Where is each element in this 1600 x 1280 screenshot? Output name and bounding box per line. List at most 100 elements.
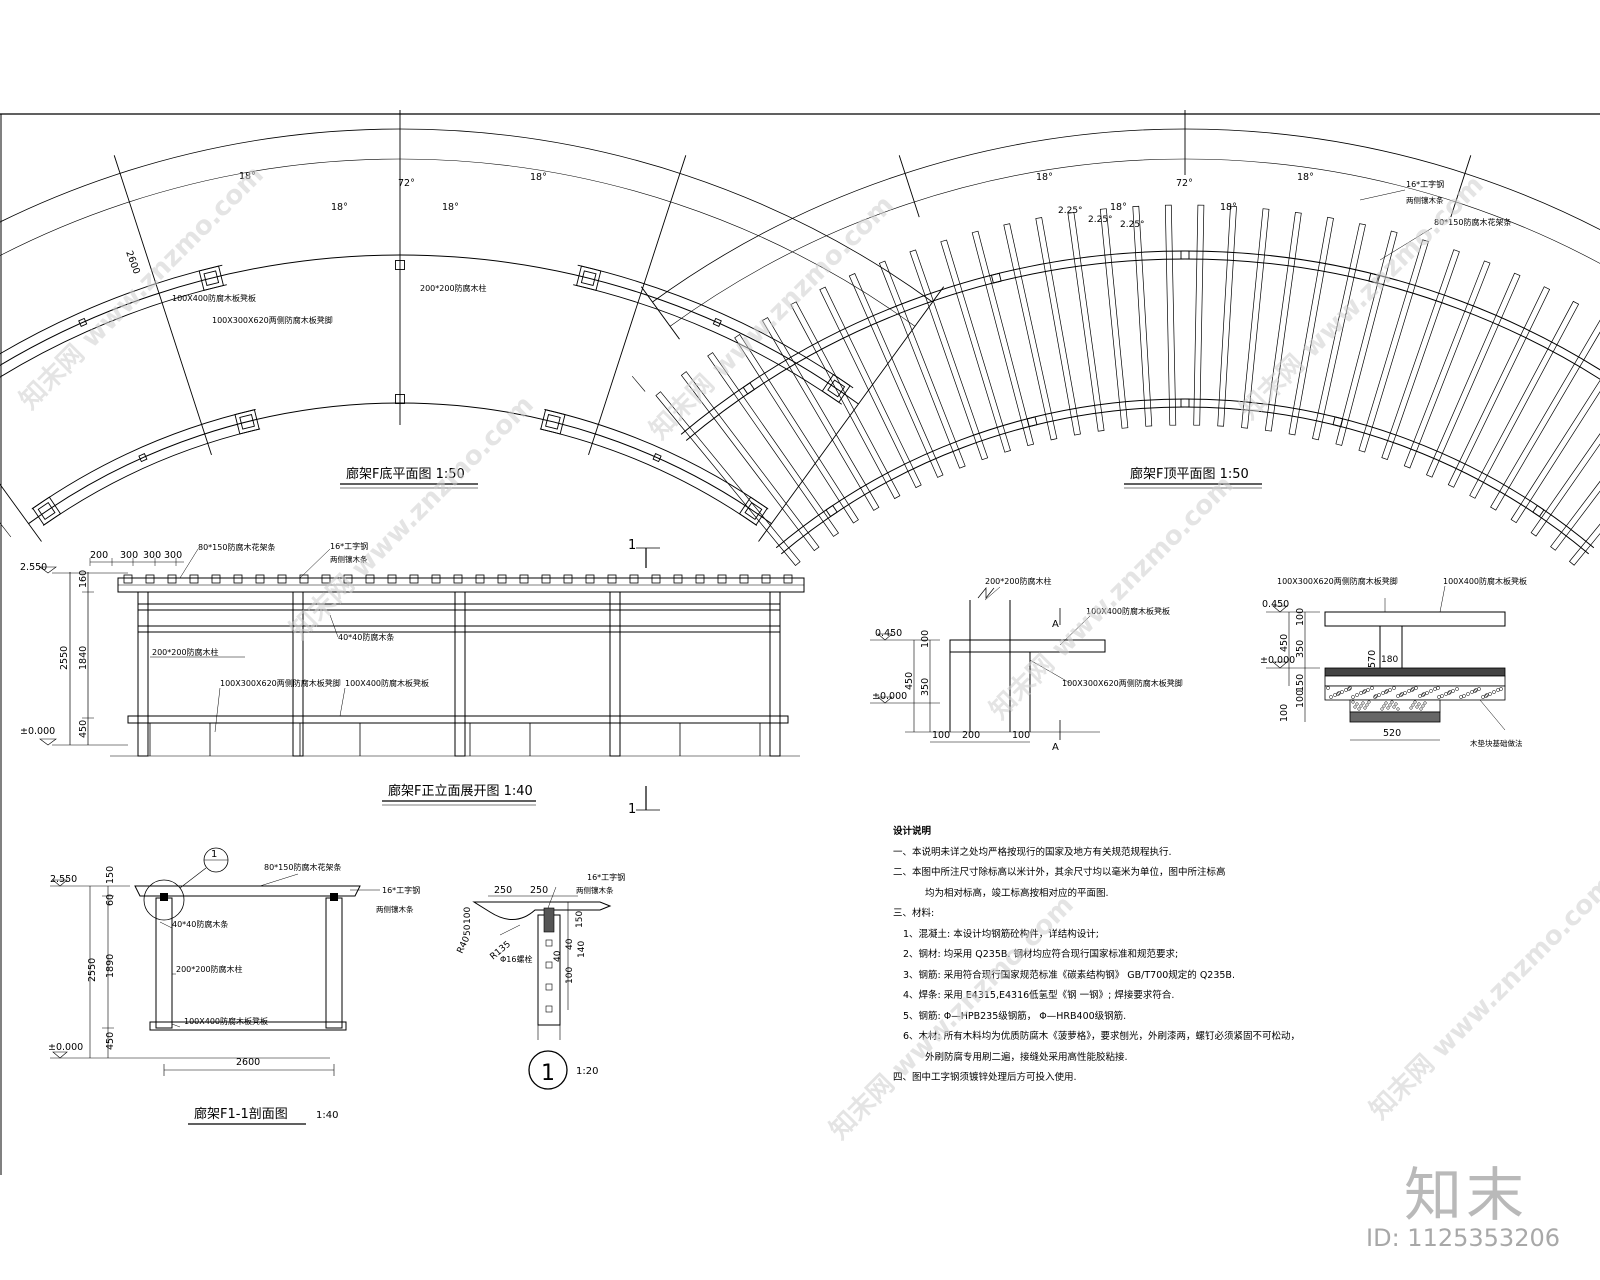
sec-level-zero: ±0.000	[48, 1042, 83, 1053]
d1-dim-left-1: 50	[463, 924, 473, 936]
sheet-frame	[0, 113, 1600, 1175]
elev-label-steel: 16*工字钢	[330, 541, 368, 551]
bs-level-zero: ±0.000	[1260, 655, 1295, 666]
notes-material-1: 1、混凝土: 本设计均钢筋砼构件，详结构设计;	[903, 928, 1099, 940]
d1-dim-top-0: 250	[494, 885, 512, 896]
bd-dim-bottom-0: 100	[932, 730, 950, 741]
sec-label-column: 200*200防腐木柱	[176, 964, 243, 974]
elev-label-strip: 40*40防腐木条	[338, 632, 394, 642]
bench-section-detail	[1266, 585, 1506, 741]
section-view-labels: 2.550 ±0.000 150 60 1890 450 2550 2600 8…	[48, 849, 420, 1125]
section-1-1-view	[50, 847, 380, 1076]
bs-level-045: 0.450	[1262, 599, 1289, 610]
elevation-labels: 2.550 ±0.000 200 300 300 300 160 1840 45…	[20, 538, 636, 817]
bd-dim-bottom-1: 200	[962, 730, 980, 741]
elev-dim-top-3: 300	[164, 550, 182, 561]
sec-label-steel: 16*工字钢	[382, 885, 420, 895]
notes-material-6: 6、木材: 所有木料均为优质防腐木《菠萝格》，要求刨光，外刷漆两，螺钉必须紧固不…	[903, 1031, 1301, 1042]
notes-material-6b: 外刷防腐专用刷二遍，接缝处采用高性能胶粘接.	[925, 1051, 1128, 1063]
tp-label-steel2: 两侧镶木条	[1406, 195, 1444, 205]
sec-level-top: 2.550	[50, 874, 77, 885]
elev-label-slats: 80*150防腐木花架条	[198, 542, 275, 552]
bottom-plan-title: 廊架F底平面图 1:50	[346, 466, 465, 482]
elev-dim-top-1: 300	[120, 550, 138, 561]
d1-dim-right-4: 140	[577, 941, 587, 958]
notes-line-3: 三、材料:	[893, 908, 935, 919]
bs-label-seat: 100X400防腐木板凳板	[1443, 576, 1527, 586]
tp-angle-225-b: 2.25°	[1088, 215, 1113, 225]
d1-label-steel: 16*工字钢	[587, 872, 625, 882]
bp-angle-18-c: 18°	[442, 202, 459, 213]
d1-label-steel2: 两侧镶木条	[576, 885, 614, 895]
bs-dim-left-0: 100	[1295, 608, 1306, 626]
brand-id: ID: 1125353206	[1366, 1224, 1560, 1252]
d1-label-bolt: Φ16螺栓	[500, 954, 532, 964]
bench-elevation-detail	[870, 586, 1106, 743]
sec-dim-left-2: 1890	[105, 954, 116, 978]
top-plan-labels: 72° 18° 18° 18° 18° 2.25° 2.25° 2.25° 16…	[1036, 172, 1511, 230]
elev-level-top: 2.550	[20, 562, 47, 573]
section-mark-bottom: 1	[628, 802, 636, 817]
bench-detail-labels: 200*200防腐木柱 100X400防腐木板凳板 100X300X620两侧防…	[872, 576, 1183, 753]
bottom-plan-view	[0, 110, 945, 542]
tp-angle-total: 72°	[1176, 178, 1193, 189]
brand-logo: 知末	[1403, 1161, 1528, 1229]
bs-label-leg: 100X300X620两侧防腐木板凳脚	[1277, 576, 1398, 586]
detail-1-view	[472, 886, 612, 1090]
elev-dim-total: 2550	[59, 646, 70, 670]
bd-level-045: 0.450	[875, 628, 902, 639]
bd-mark-a-top: A	[1052, 619, 1059, 630]
detail-scale: 1:20	[576, 1066, 598, 1077]
tp-angle-18-b: 18°	[1110, 202, 1127, 213]
top-plan-title: 廊架F顶平面图 1:50	[1130, 466, 1249, 482]
elev-dim-left-2: 450	[78, 720, 89, 738]
tp-angle-18-d: 18°	[1297, 172, 1314, 183]
tp-angle-225-a: 2.25°	[1058, 206, 1083, 216]
bs-dim-520: 520	[1383, 728, 1401, 739]
bp-label-beam620: 100X300X620两侧防腐木板凳脚	[212, 315, 333, 325]
tp-angle-18-c: 18°	[1220, 202, 1237, 213]
d1-dim-top-1: 250	[530, 885, 548, 896]
sec-dim-left-0: 150	[105, 866, 116, 884]
elev-label-column: 200*200防腐木柱	[152, 647, 219, 657]
bs-label-base: 木垫块基础做法	[1470, 738, 1523, 748]
d1-dim-left-0: 100	[463, 907, 473, 924]
sec-dim-width: 2600	[236, 1057, 260, 1068]
notes-line-2b: 均为相对标高，竣工标高按相对应的平面图.	[925, 887, 1109, 899]
bs-dim-570: 570	[1367, 650, 1378, 668]
sec-dim-total: 2550	[87, 958, 98, 982]
bs-dim-180: 180	[1381, 655, 1398, 665]
sec-label-steel2: 两侧镶木条	[376, 904, 414, 914]
sec-label-seat: 100X400防腐木板凳板	[184, 1016, 268, 1026]
sec-label-slats: 80*150防腐木花架条	[264, 862, 341, 872]
notes-line-1: 一、本说明未详之处均严格按现行的国家及地方有关规范规程执行.	[893, 846, 1172, 858]
detail-1-labels: 250 250 16*工字钢 两侧镶木条 R40 R135 Φ16螺栓 150 …	[456, 872, 626, 1086]
bench-section-labels: 100X300X620两侧防腐木板凳脚 100X400防腐木板凳板 0.450 …	[1260, 576, 1527, 748]
elevation-title: 廊架F正立面展开图 1:40	[388, 783, 533, 799]
elevation-view	[39, 547, 805, 811]
detail-callout-num: 1	[211, 849, 217, 860]
elev-dim-left-1: 1840	[78, 646, 89, 670]
bd-dim-left-2: 350	[920, 678, 931, 696]
bd-dim-left-1: 450	[904, 672, 915, 690]
bd-label-seat: 100X400防腐木板凳板	[1086, 606, 1170, 616]
sec-dim-left-3: 450	[105, 1032, 116, 1050]
bp-angle-total: 72°	[398, 178, 415, 189]
section-title: 廊架F1-1剖面图	[194, 1106, 288, 1122]
tp-angle-225-c: 2.25°	[1120, 220, 1145, 230]
notes-line-4: 四、图中工字钢须镀锌处理后方可投入使用.	[893, 1072, 1077, 1083]
section-mark-top: 1	[628, 538, 636, 553]
bd-label-leg: 100X300X620两侧防腐木板凳脚	[1062, 678, 1183, 688]
elev-label-seat: 100X400防腐木板凳板	[345, 678, 429, 688]
detail-number: 1	[541, 1061, 555, 1086]
tp-angle-18-a: 18°	[1036, 172, 1053, 183]
top-plan-view	[631, 110, 1600, 566]
bs-dim-left-2: 350	[1295, 640, 1306, 658]
bs-dim-left-1: 450	[1279, 634, 1290, 652]
bd-dim-left-0: 100	[920, 630, 931, 648]
tp-label-slats: 80*150防腐木花架条	[1434, 217, 1511, 227]
d1-dim-right-0: 150	[575, 911, 585, 928]
bp-angle-18-a: 18°	[239, 171, 256, 182]
bd-label-column: 200*200防腐木柱	[985, 576, 1052, 586]
